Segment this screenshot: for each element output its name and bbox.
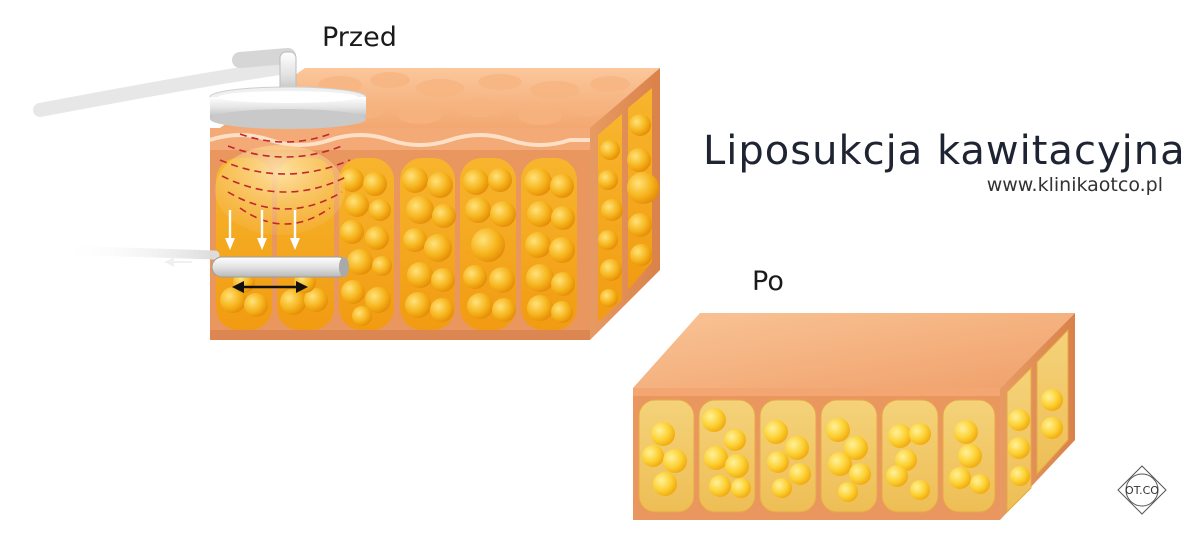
arrow-down-icon <box>225 210 300 250</box>
diagram-title: Liposukcja kawitacyjna <box>703 128 1186 174</box>
ultrasound-head-icon <box>33 48 367 129</box>
before-tissue-block <box>33 48 660 340</box>
after-skin-top <box>633 313 1075 388</box>
before-label: Przed <box>322 22 397 53</box>
clinic-logo-icon <box>1117 465 1167 515</box>
heat-zone <box>215 145 345 235</box>
cannula-icon <box>55 245 349 278</box>
before-fat-globules <box>220 167 575 326</box>
after-label: Po <box>752 266 784 297</box>
clinic-logo-text: OT.CO <box>1125 484 1159 497</box>
double-arrow-icon <box>232 281 308 293</box>
before-side-cells <box>598 88 659 322</box>
ultrasound-waves <box>219 133 351 225</box>
after-tissue-block <box>633 313 1075 520</box>
website-url[interactable]: www.klinikaotco.pl <box>986 174 1163 196</box>
after-fat-globules <box>642 389 1063 502</box>
